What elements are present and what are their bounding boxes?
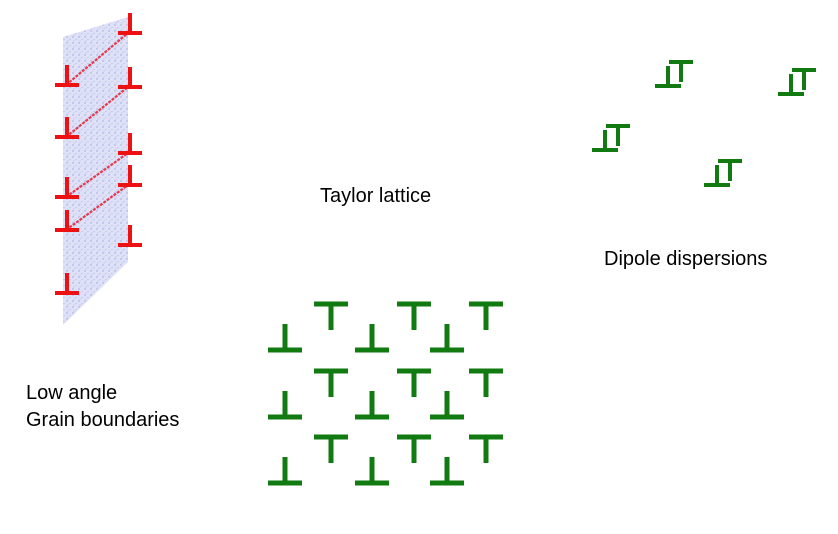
taylor-dislocation-icon — [355, 457, 389, 486]
slip-trace-line — [65, 32, 129, 86]
taylor-dislocation-icon — [397, 434, 431, 463]
low-angle-label-line1: Low angle — [26, 382, 118, 404]
dislocation-dipole — [592, 124, 630, 152]
grain-boundary-plane — [63, 17, 128, 325]
dipole-dislocation-down-icon — [669, 60, 693, 82]
slip-trace-line — [65, 152, 129, 198]
dipole-dislocation-down-icon — [606, 124, 630, 146]
dipole-dispersions — [592, 60, 816, 187]
dipole-dislocation-up-icon — [704, 165, 730, 187]
taylor-dislocation-icon — [430, 391, 464, 420]
dipole-dislocation-down-icon — [792, 68, 816, 90]
taylor-dislocation-icon — [355, 324, 389, 353]
dipole-dislocation-up-icon — [592, 130, 618, 152]
taylor-dislocation-icon — [314, 368, 348, 397]
taylor-dislocation-icon — [397, 301, 431, 330]
low-angle-grain-boundaries-label: Low angle Grain boundaries — [26, 380, 179, 434]
dislocation-dipole — [655, 60, 693, 88]
grain-boundary-dislocation-icon — [55, 210, 79, 232]
taylor-dislocation-icon — [469, 368, 503, 397]
dislocation-dipole — [778, 68, 816, 96]
grain-boundary-dislocation-icon — [55, 117, 79, 139]
taylor-lattice — [268, 301, 503, 486]
taylor-dislocation-icon — [314, 301, 348, 330]
grain-boundary-dislocations — [55, 13, 142, 295]
grain-boundary-dislocation-icon — [55, 273, 79, 295]
slip-trace-line — [65, 86, 129, 138]
taylor-lattice-label: Taylor lattice — [320, 185, 432, 207]
slip-trace-line — [65, 184, 129, 231]
grain-boundary-dislocation-icon — [55, 65, 79, 87]
taylor-dislocation-icon — [355, 391, 389, 420]
dipole-dislocation-up-icon — [778, 74, 804, 96]
dipole-dislocation-up-icon — [655, 66, 681, 88]
grain-boundary-dislocation-icon — [118, 133, 142, 155]
taylor-dislocation-icon — [268, 457, 302, 486]
grain-boundary-dislocation-icon — [118, 225, 142, 247]
low-angle-label-line2: Grain boundaries — [26, 409, 180, 431]
taylor-dislocation-icon — [397, 368, 431, 397]
taylor-dislocation-icon — [314, 434, 348, 463]
dipole-dislocation-down-icon — [718, 159, 742, 181]
grain-boundary-dislocation-icon — [118, 67, 142, 89]
taylor-dislocation-icon — [430, 457, 464, 486]
grain-boundary-dislocation-icon — [55, 177, 79, 199]
grain-boundary-dislocation-icon — [118, 165, 142, 187]
grain-boundary-dislocation-icon — [118, 13, 142, 35]
slip-traces — [65, 32, 129, 231]
taylor-dislocation-icon — [469, 301, 503, 330]
taylor-dislocation-icon — [469, 434, 503, 463]
dipole-dispersions-label: Dipole dispersions — [604, 248, 768, 270]
dislocation-dipole — [704, 159, 742, 187]
taylor-dislocation-icon — [268, 324, 302, 353]
low-angle-grain-boundary — [55, 13, 142, 325]
taylor-dislocation-icon — [268, 391, 302, 420]
taylor-dislocation-icon — [430, 324, 464, 353]
